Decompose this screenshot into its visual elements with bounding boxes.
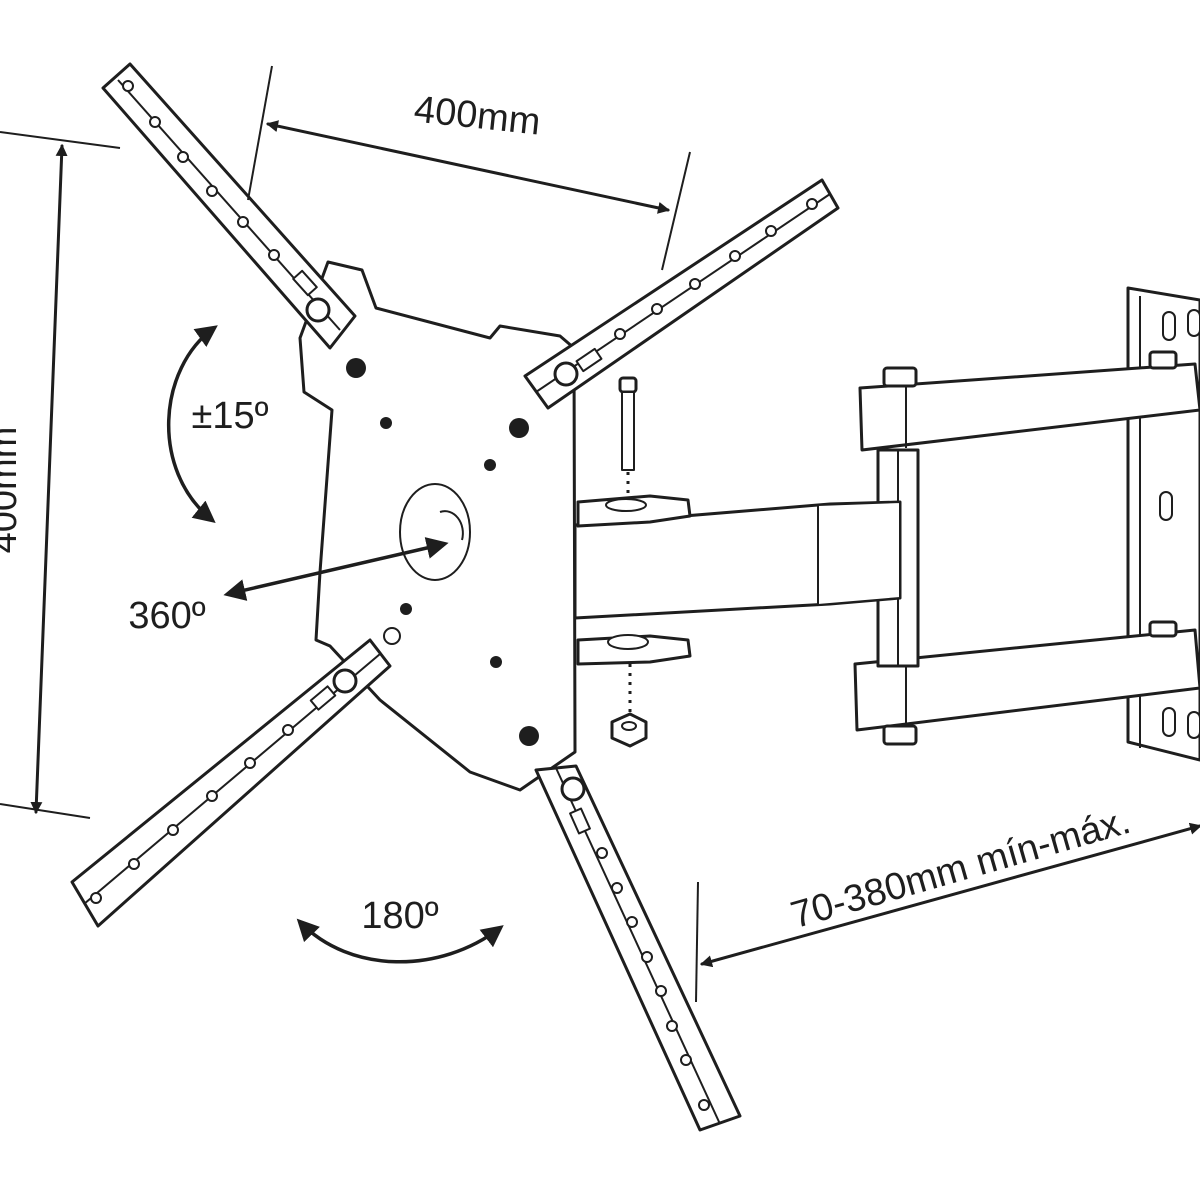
lower-swing-arm <box>853 620 1200 746</box>
arm-bottom-right <box>534 764 742 1132</box>
vesa-vertical-label: 400mm <box>0 427 25 554</box>
swivel-arrow <box>296 918 504 964</box>
tilt-label: ±15º <box>191 395 268 437</box>
arm-top-right <box>523 178 840 410</box>
arm-top-left <box>101 62 357 350</box>
tilt-arrow <box>167 325 218 523</box>
middle-arm <box>573 500 902 620</box>
rotation-label: 360º <box>128 595 205 637</box>
rotation-arrow <box>223 537 449 601</box>
vesa-horizontal-label: 400mm <box>412 89 542 144</box>
dimension-horizontal <box>247 65 691 271</box>
extension-label: 70-380mm mín-máx. <box>786 800 1135 937</box>
arm-bottom-left <box>70 638 392 928</box>
pivot-bolt <box>576 376 692 748</box>
dimension-vertical <box>0 131 121 819</box>
dimension-extension <box>695 822 1200 1003</box>
swivel-label: 180º <box>361 895 438 937</box>
upper-swing-arm <box>858 350 1200 452</box>
